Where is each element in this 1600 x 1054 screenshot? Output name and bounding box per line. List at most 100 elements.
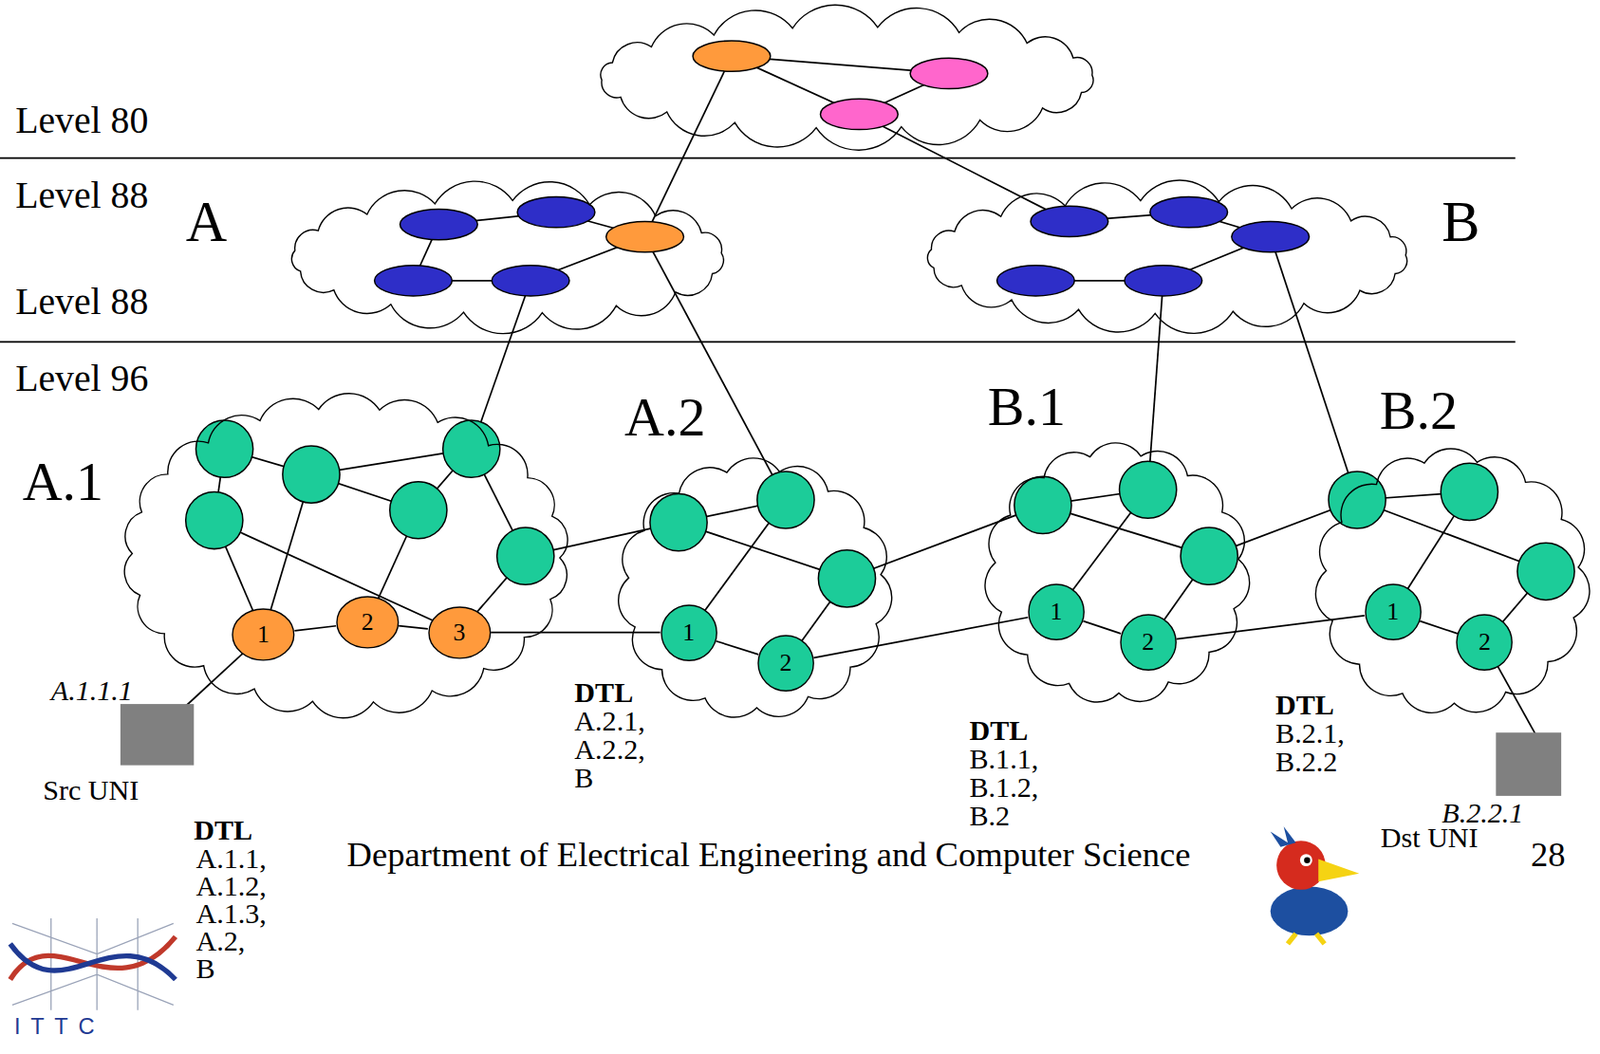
node-shape [758,635,814,691]
logical-group-node [491,265,570,297]
link-line [1176,615,1365,640]
node-shape [336,596,399,649]
dtl-heading: DTL [1275,690,1335,720]
switch-node: 1 [1364,583,1422,641]
cloud-outline [985,443,1250,703]
node-number: 3 [452,620,466,646]
logical-node [910,57,988,89]
node-shape [1365,584,1421,640]
logical-group-node [1124,265,1203,297]
ittc-logo [10,936,176,980]
link-line [813,617,1028,659]
switch-circle [443,420,501,478]
link-line [1082,621,1121,634]
dtl-entry: A.2.1, [574,706,645,736]
ku-jayhawk-logo [1270,887,1349,937]
uni-label: Dst UNI [1380,823,1479,853]
dtl-entry: B.1.1, [968,744,1039,774]
link-line [490,632,661,634]
ku-jayhawk-logo [1303,856,1310,863]
switch-node: 1 [231,608,296,662]
logical-group-node [400,208,479,240]
switch-circle [195,420,253,478]
switch-circle [1517,542,1575,600]
peer-group-cloud: A [270,177,745,337]
address-label: A.1.1.1 [51,676,133,706]
cloud-outline [979,438,1255,709]
dtl-heading: DTL [574,678,633,707]
link-line [398,626,428,630]
top-level-cloud [600,4,1094,150]
peer-group-leader [606,221,685,252]
cloud-outline [1315,448,1590,713]
link-line [715,641,759,655]
cloud-outline [113,390,578,722]
ku-jayhawk-logo [1270,826,1360,945]
node-number: 2 [1141,630,1154,655]
node-shape [232,609,295,661]
switch-node: 2 [335,595,400,650]
uni-terminal [120,704,1562,797]
level-divider [0,157,1516,160]
node-number: 2 [1478,630,1491,655]
link-line [846,504,1042,578]
top-level-cloud [600,4,1094,150]
ku-jayhawk-logo [1300,854,1313,867]
node-shape [1028,584,1084,640]
group-name: B.2 [1379,383,1458,439]
level-label: Level 88 [15,283,149,322]
ku-jayhawk-logo [1287,933,1325,945]
logical-group-node [1231,221,1310,252]
dtl-entry: B.1.2, [968,773,1039,802]
cloud-outline [906,177,1430,337]
logical-group-node [997,265,1076,297]
peer-group-leader [692,40,771,72]
node-shape [661,605,717,661]
switch-circle [1119,461,1177,519]
logical-group-node [1150,197,1228,228]
dtl-entry: A.2, [195,927,245,956]
switch-circle [186,491,243,549]
cloud-outline [125,392,569,718]
node-number: 1 [682,620,695,646]
logical-group-node [374,265,453,297]
dtl-entry: B.2.2 [1275,747,1338,777]
node-shape [428,607,491,659]
cloud-outline [612,453,898,725]
link-line [186,55,1546,735]
node-shape [1456,614,1512,670]
node-number: 1 [1386,599,1399,625]
switch-circle [390,482,447,540]
group-name: B [1441,193,1480,251]
ku-jayhawk-logo [1276,840,1326,891]
link-line [858,113,1070,222]
level-divider [0,340,1516,343]
switch-circle [1180,527,1238,585]
switch-circle [1014,476,1072,534]
cloud-outline [291,181,724,335]
level-label: Level 96 [15,360,149,399]
dtl-heading: DTL [193,816,253,845]
logical-node [820,98,899,130]
switch-node: 2 [1455,613,1513,671]
switch-circle [757,471,815,529]
group-name: A.2 [624,390,706,446]
level-label: Level 88 [15,177,149,216]
ittc-logo [10,944,176,981]
switch-node: 1 [660,604,718,662]
logo-text: ITTC [14,1016,105,1040]
level-divider [0,158,1516,343]
group-name: B.1 [987,379,1066,435]
dtl-entry: B [574,763,594,793]
uni-terminal [120,704,194,766]
switch-node: 1 [1027,583,1085,641]
switch-circle [1440,463,1498,521]
logical-group-node [517,197,596,228]
dtl-entry: A.2.2, [574,735,645,764]
cloud-outline [618,458,893,718]
node-number: 2 [361,610,374,635]
uni-label: Src UNI [42,776,139,805]
dtl-entry: B.2.1, [1275,719,1345,748]
peer-group-cloud: B.212 [1309,444,1596,720]
